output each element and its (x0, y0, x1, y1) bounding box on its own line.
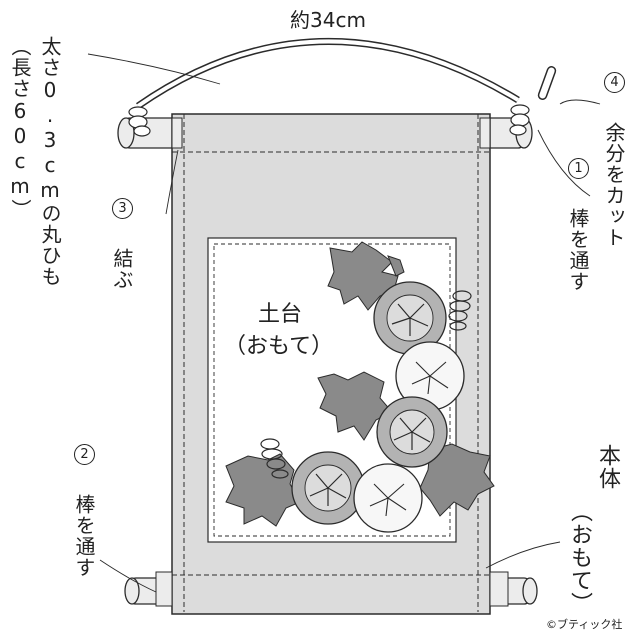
step2-number: 2 (74, 444, 95, 465)
flower-gray-top (373, 281, 447, 355)
width-dimension-label: 約34cm (290, 8, 366, 32)
copyright-text: ©ブティック社 (546, 618, 623, 631)
flower-gray-middle (376, 396, 448, 468)
step1-number: 1 (568, 158, 589, 179)
cord-knot-left (128, 106, 151, 137)
tendrils (260, 290, 472, 479)
cord-knot-right (509, 104, 530, 136)
cord-size-label: （長さ60cm） (8, 36, 32, 220)
body-label-side: （おもて） (567, 500, 592, 615)
step3-label: 3 結ぶ (110, 198, 134, 290)
step3-number: 3 (112, 198, 133, 219)
base-label-title: 土台 (257, 302, 302, 327)
step2-text: 棒を通す (72, 494, 96, 578)
step2-label: 2 棒を通す (72, 444, 96, 578)
leader-lines (87, 53, 601, 593)
body-label-title: 本体 (595, 444, 620, 490)
step4-text: 余分をカット (602, 122, 626, 248)
step3-text: 結ぶ (110, 248, 134, 290)
cut-cord-piece (537, 66, 557, 100)
leaves (225, 241, 495, 527)
cord-spec-label: 太さ0.3cmの丸ひも (38, 36, 62, 287)
flower-white-bottom (353, 463, 423, 533)
base-label-side: （おもて） (224, 334, 334, 359)
flower-gray-bottom (291, 451, 365, 525)
step4-number: 4 (604, 72, 625, 93)
step4-label: 4 余分をカット (602, 72, 626, 248)
step1-text: 棒を通す (566, 208, 590, 292)
step1-label: 1 棒を通す (566, 158, 590, 292)
